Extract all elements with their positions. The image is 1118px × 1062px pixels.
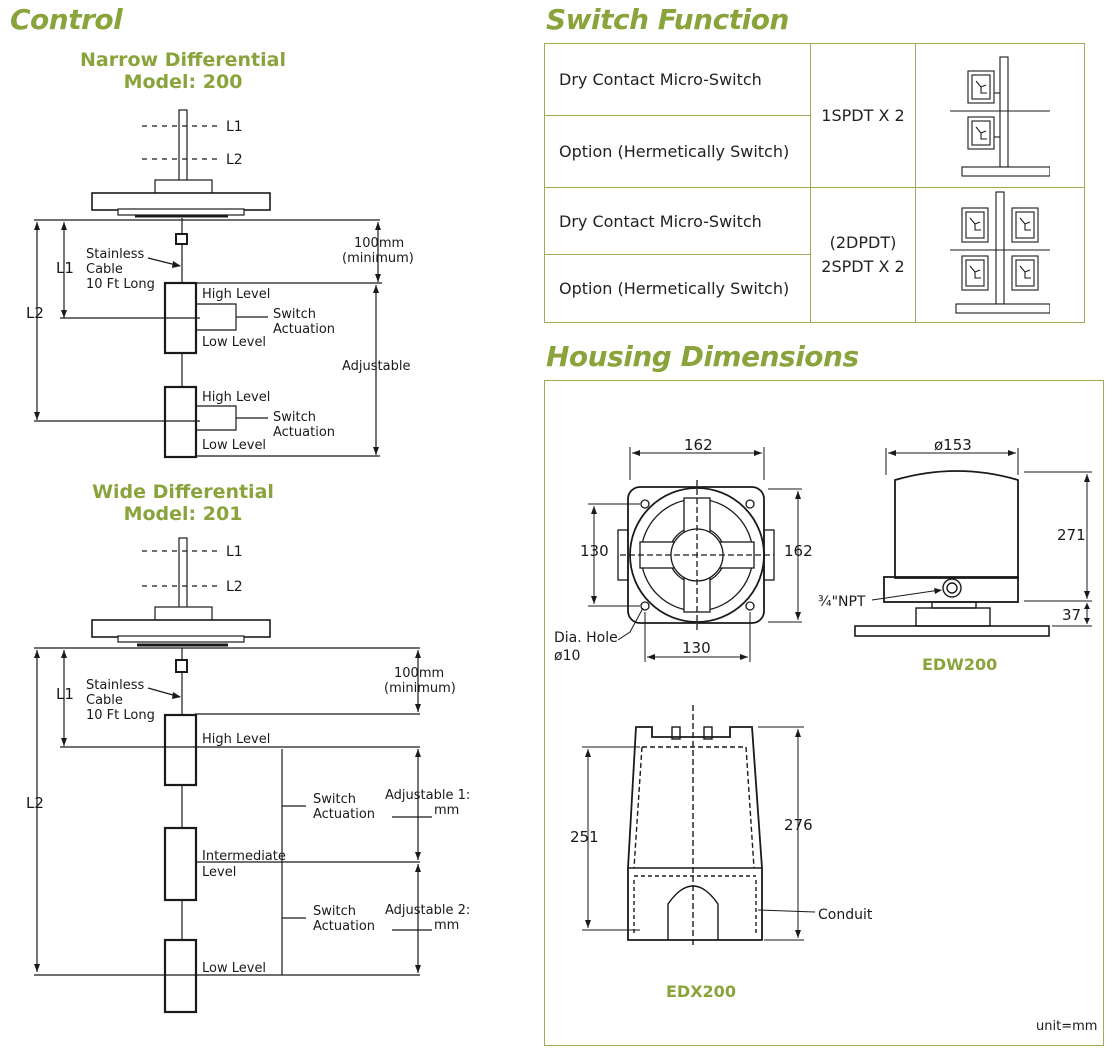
table-row: Option (Hermetically Switch)	[544, 115, 1085, 188]
wide-switch-1a: Switch	[313, 792, 356, 807]
edx-top-width: 162	[684, 436, 713, 454]
narrow-head-flange	[91, 192, 271, 211]
narrow-high-1: High Level	[202, 287, 270, 302]
wide-switch-2b: Actuation	[313, 919, 375, 934]
wide-min-2: (minimum)	[384, 681, 456, 696]
narrow-rod	[178, 109, 188, 183]
wide-min-1: 100mm	[394, 666, 444, 681]
housing-dimensions-panel	[544, 380, 1104, 1046]
wide-l2-top: L2	[226, 579, 243, 595]
switch-desc: Option (Hermetically Switch)	[544, 254, 811, 323]
narrow-cable-2: Cable	[86, 262, 123, 277]
edw-label: EDW200	[922, 655, 997, 674]
narrow-title: Narrow Differential Model: 200	[70, 49, 296, 93]
narrow-l2-dim: L2	[26, 304, 44, 322]
narrow-min-1: 100mm	[354, 236, 404, 251]
wide-l1-dim: L1	[56, 685, 74, 703]
edx-side-view	[582, 705, 816, 945]
edx-label: EDX200	[666, 982, 736, 1001]
wide-switch-2a: Switch	[313, 904, 356, 919]
housing-drawings: 162 162 130 130 Dia. Hole ø10 ø153	[554, 436, 1097, 1034]
table-row: Dry Contact Micro-Switch (2DPDT) 2SPDT X…	[544, 187, 1085, 323]
narrow-diagram: L1 L2 L1 L2 Stainless Cable 10 Ft Long 1…	[26, 109, 414, 459]
wide-cable-2: Cable	[86, 693, 123, 708]
edx-hole-2: ø10	[554, 648, 580, 664]
wide-float-1	[163, 713, 198, 787]
wide-title-line2: Model: 201	[123, 503, 243, 525]
narrow-title-line1: Narrow Differential	[80, 49, 286, 71]
wide-l2-dim: L2	[26, 794, 44, 812]
narrow-high-2: High Level	[202, 390, 270, 405]
wide-cable-1: Stainless	[86, 678, 145, 693]
switch-function-title: Switch Function	[546, 3, 789, 36]
narrow-low-2: Low Level	[202, 438, 266, 453]
wide-switch-1b: Actuation	[313, 807, 375, 822]
switch-spec-2-line1: (2DPDT)	[829, 233, 897, 252]
switch-spec-2-line2: 2SPDT X 2	[821, 257, 905, 276]
wide-head-cap	[154, 606, 213, 622]
housing-dimensions-title: Housing Dimensions	[546, 340, 859, 373]
narrow-float-2	[163, 385, 198, 459]
wide-head-flange	[91, 619, 271, 638]
wide-float-3	[163, 938, 198, 1014]
wide-rod	[178, 537, 188, 611]
switch-spec-1: 1SPDT X 2	[810, 43, 916, 188]
edx-top-hole-v: 130	[580, 542, 609, 560]
wide-cable-3: 10 Ft Long	[86, 708, 155, 723]
switch-function-table: Dry Contact Micro-Switch 1SPDT X 2	[544, 43, 1085, 323]
wide-title: Wide Differential Model: 201	[70, 481, 296, 525]
narrow-switch-2b: Actuation	[273, 425, 335, 440]
narrow-switch-1a: Switch	[273, 307, 316, 322]
wide-diagram: L1 L2 L1 L2 Stainless Cable 10 Ft Long 1…	[26, 537, 470, 1014]
wide-intermediate-1: Intermediate	[202, 849, 286, 864]
narrow-l1-top: L1	[226, 119, 243, 135]
narrow-cable-1: Stainless	[86, 247, 145, 262]
edx-hole-1: Dia. Hole	[554, 630, 618, 646]
edx-top-view	[588, 447, 802, 662]
switch-desc: Option (Hermetically Switch)	[544, 115, 811, 188]
edx-top-hole-h: 130	[682, 639, 711, 657]
narrow-cable-3: 10 Ft Long	[86, 277, 155, 292]
wide-adj2-1: Adjustable 2:	[385, 903, 470, 918]
single-switch-diagram-icon	[915, 43, 1085, 188]
narrow-l1-dim: L1	[56, 259, 74, 277]
edx-top-height: 162	[784, 542, 813, 560]
control-title: Control	[10, 3, 123, 36]
wide-title-line1: Wide Differential	[92, 481, 274, 503]
narrow-l2-top: L2	[226, 152, 243, 168]
wide-adj1-1: Adjustable 1:	[385, 788, 470, 803]
wide-low: Low Level	[202, 961, 266, 976]
narrow-switch-1b: Actuation	[273, 322, 335, 337]
unit-label: unit=mm	[1036, 1019, 1097, 1034]
wide-high: High Level	[202, 732, 270, 747]
wide-l1-top: L1	[226, 544, 243, 560]
narrow-head-cap	[154, 179, 213, 195]
narrow-adjustable: Adjustable	[342, 359, 410, 374]
switch-desc: Dry Contact Micro-Switch	[544, 187, 811, 255]
table-row: Dry Contact Micro-Switch 1SPDT X 2	[544, 43, 1085, 188]
narrow-switch-2a: Switch	[273, 410, 316, 425]
double-switch-diagram-icon	[915, 187, 1085, 323]
wide-float-2	[163, 826, 198, 902]
edw-npt: ¾"NPT	[818, 594, 866, 610]
switch-spec-2: (2DPDT) 2SPDT X 2	[810, 187, 916, 323]
switch-desc: Dry Contact Micro-Switch	[544, 43, 811, 116]
narrow-title-line2: Model: 200	[123, 71, 243, 93]
edw-height: 271	[1057, 526, 1086, 544]
edw-base: 37	[1062, 606, 1081, 624]
table-row: Option (Hermetically Switch)	[544, 254, 1085, 323]
wide-intermediate-2: Level	[202, 865, 236, 880]
edx-inner-height: 251	[570, 828, 599, 846]
edx-outer-height: 276	[784, 816, 813, 834]
narrow-low-1: Low Level	[202, 335, 266, 350]
wide-adj2-2: mm	[434, 918, 459, 933]
edx-conduit: Conduit	[818, 907, 873, 923]
edw-diameter: ø153	[934, 436, 972, 454]
narrow-min-2: (minimum)	[342, 251, 414, 266]
edw-side-view	[854, 448, 1092, 637]
wide-adj1-2: mm	[434, 803, 459, 818]
